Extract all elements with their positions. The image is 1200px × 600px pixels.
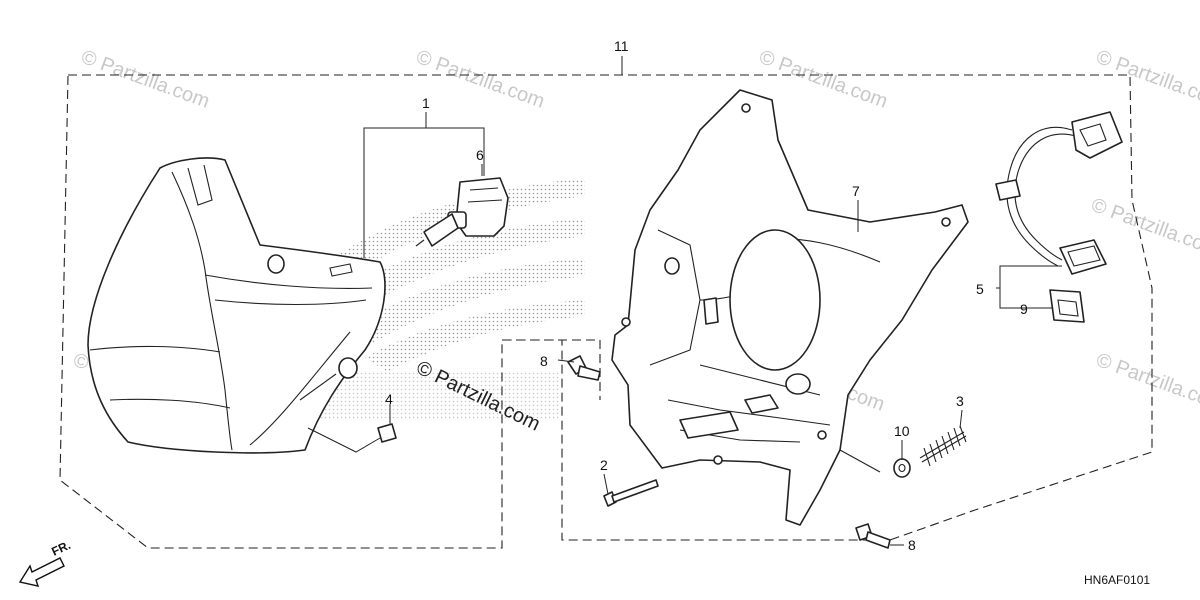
watermark: © Partzilla.com	[1088, 194, 1200, 261]
callout-1: 1	[422, 95, 430, 111]
callout-10: 10	[894, 423, 910, 439]
callout-3: 3	[956, 393, 964, 409]
watermark: © Partzilla.com	[413, 46, 547, 113]
callout-8-lower: 8	[908, 537, 916, 553]
callout-8-upper: 8	[540, 353, 548, 369]
nut-part	[377, 423, 397, 443]
clip-part	[1049, 289, 1085, 323]
headlight-case	[611, 89, 969, 526]
callout-2: 2	[600, 457, 608, 473]
diagram-code: HN6AF0101	[1084, 573, 1150, 587]
callout-9: 9	[1020, 301, 1028, 317]
bolt-part-upper	[567, 355, 601, 381]
wing-logo	[292, 178, 585, 420]
subassembly-outline	[502, 339, 601, 400]
bolt-part-lower	[855, 523, 891, 549]
callout-11: 11	[614, 38, 629, 54]
leader-lines	[307, 56, 1062, 546]
watermark: © Partzilla.com	[756, 46, 890, 113]
watermark: © Partzilla.com	[78, 46, 212, 113]
headlight-assembly	[87, 157, 386, 454]
callout-4: 4	[385, 391, 393, 407]
callout-7: 7	[852, 183, 860, 199]
washer-part	[893, 458, 911, 478]
bulb-part	[415, 177, 509, 247]
callout-6: 6	[476, 147, 484, 163]
callout-5: 5	[976, 281, 984, 297]
callouts: 11 1 6 7 5 9 8 4 2 10 3 8	[385, 38, 1028, 553]
screw-part	[603, 479, 659, 507]
wire-harness	[995, 111, 1123, 275]
arrow-icon	[18, 557, 65, 587]
watermark: © Partzilla.com	[1093, 349, 1200, 416]
watermark: © Partzilla.com	[1093, 46, 1200, 113]
assembly-outline	[59, 74, 1153, 549]
direction-label: FR.	[49, 538, 72, 559]
front-direction-arrow: FR.	[18, 538, 73, 587]
spring-part	[919, 425, 967, 467]
